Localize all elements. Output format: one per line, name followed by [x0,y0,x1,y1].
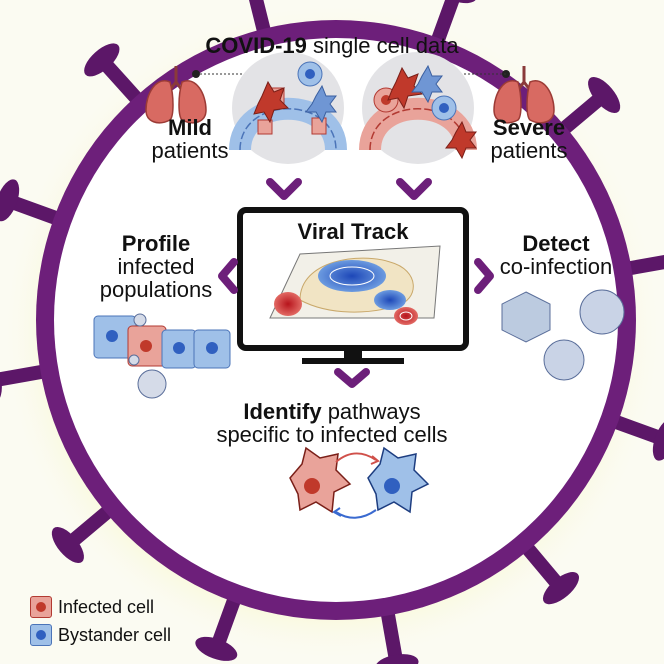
detect-label: Detect co-infection [476,232,636,278]
virus-spike-cap [375,654,419,664]
page-title: COVID-19 single cell data [0,34,664,57]
severe-rest: patients [490,138,568,164]
profile-line3: populations [99,277,213,303]
detect-bold: Detect [522,231,590,256]
detect-line2: co-infection [499,254,613,280]
identify-rest: pathways [321,399,421,424]
identify-label: Identify pathways specific to infected c… [0,400,664,446]
virus-spike-cap [84,43,120,77]
chevron-left-icon [218,258,238,294]
chevron-down-icon [396,178,432,200]
cell-interaction-illustration [289,446,430,519]
legend-label: Infected cell [58,596,155,617]
identify-line2: specific to infected cells [216,422,448,448]
title-bold: COVID-19 [205,33,307,58]
virus-spike [430,0,460,49]
chevron-down-icon [334,368,370,388]
legend-item-bystander: Bystander cell [30,624,171,646]
mild-epithelium-illustration [229,52,347,164]
mild-label: Mild patients [140,116,240,162]
virus-spike-cap [542,572,580,605]
title-rest: single cell data [306,33,459,58]
virus-spike-cap [652,418,664,461]
virus-spike-cap [588,76,621,114]
legend-item-infected: Infected cell [30,596,154,618]
infected-cell-swatch [30,596,52,618]
cell-populations-illustration [93,313,231,399]
mild-bold: Mild [168,115,212,140]
virus-spike-cap [0,179,20,222]
bystander-cell-swatch [30,624,52,646]
legend-label: Bystander cell [58,624,172,645]
virus-spike [0,364,52,387]
severe-bold: Severe [492,115,566,140]
monitor-title: Viral Track [297,219,409,244]
chevron-right-icon [474,258,494,294]
chevron-down-icon [266,178,302,200]
virus-spike [620,255,664,276]
identify-bold: Identify [243,399,322,424]
mild-rest: patients [151,138,229,164]
profile-line2: infected [117,254,195,280]
profile-bold: Profile [121,231,191,256]
profile-label: Profile infected populations [76,232,236,301]
lungs-icon [493,66,555,124]
virus-spike-cap [195,636,238,661]
virus-spike [249,0,272,40]
severe-label: Severe patients [474,116,584,162]
density-map [269,245,441,325]
severe-epithelium-illustration [359,52,477,164]
lungs-icon [145,66,207,124]
virus-icons [501,289,625,381]
virus-spike-cap [51,526,84,564]
